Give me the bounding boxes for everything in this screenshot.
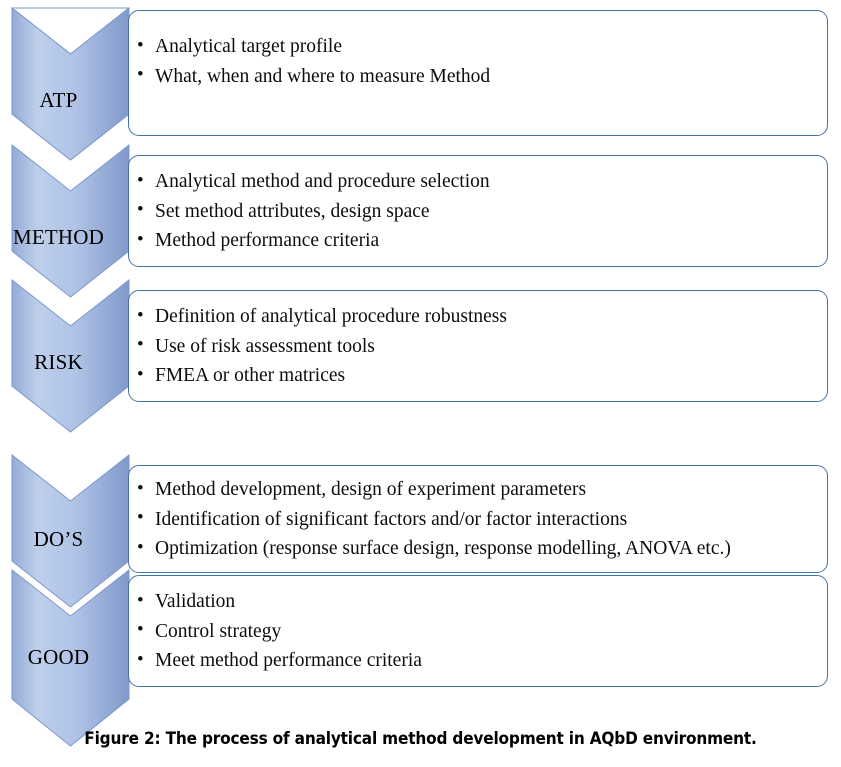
list-item: Method performance criteria <box>129 226 827 256</box>
figure-caption: Figure 2: The process of analytical meth… <box>84 729 757 748</box>
list-item: Analytical method and procedure selectio… <box>129 167 827 197</box>
chevron-good <box>11 568 130 747</box>
list-item: What, when and where to measure Method <box>129 61 827 92</box>
chevron-atp-shape <box>11 6 130 161</box>
info-box-method: Analytical method and procedure selectio… <box>128 155 828 267</box>
chevron-method-shape <box>11 143 130 298</box>
info-box-dos: Method development, design of experiment… <box>128 465 828 573</box>
chevron-good-shape <box>11 568 130 747</box>
info-box-atp: Analytical target profile What, when and… <box>128 10 828 136</box>
list-item: Optimization (response surface design, r… <box>129 534 827 564</box>
chevron-risk <box>11 278 130 433</box>
info-box-risk: Definition of analytical procedure robus… <box>128 290 828 402</box>
chevron-method <box>11 143 130 298</box>
list-item: Set method attributes, design space <box>129 196 827 227</box>
info-box-good: Validation Control strategy Meet method … <box>128 575 828 687</box>
bullet-list-risk: Definition of analytical procedure robus… <box>129 302 827 391</box>
list-item: Analytical target profile <box>129 32 827 62</box>
bullet-list-good: Validation Control strategy Meet method … <box>129 587 827 676</box>
list-item: Meet method performance criteria <box>129 646 827 676</box>
list-item: FMEA or other matrices <box>129 361 827 391</box>
list-item: Identification of significant factors an… <box>129 504 827 535</box>
list-item: Definition of analytical procedure robus… <box>129 302 827 332</box>
list-item: Control strategy <box>129 616 827 647</box>
bullet-list-method: Analytical method and procedure selectio… <box>129 167 827 256</box>
bullet-list-atp: Analytical target profile What, when and… <box>129 32 827 91</box>
list-item: Validation <box>129 587 827 617</box>
list-item: Method development, design of experiment… <box>129 475 827 505</box>
chevron-atp <box>11 6 130 161</box>
bullet-list-dos: Method development, design of experiment… <box>129 475 827 564</box>
chevron-risk-shape <box>11 278 130 433</box>
list-item: Use of risk assessment tools <box>129 331 827 362</box>
